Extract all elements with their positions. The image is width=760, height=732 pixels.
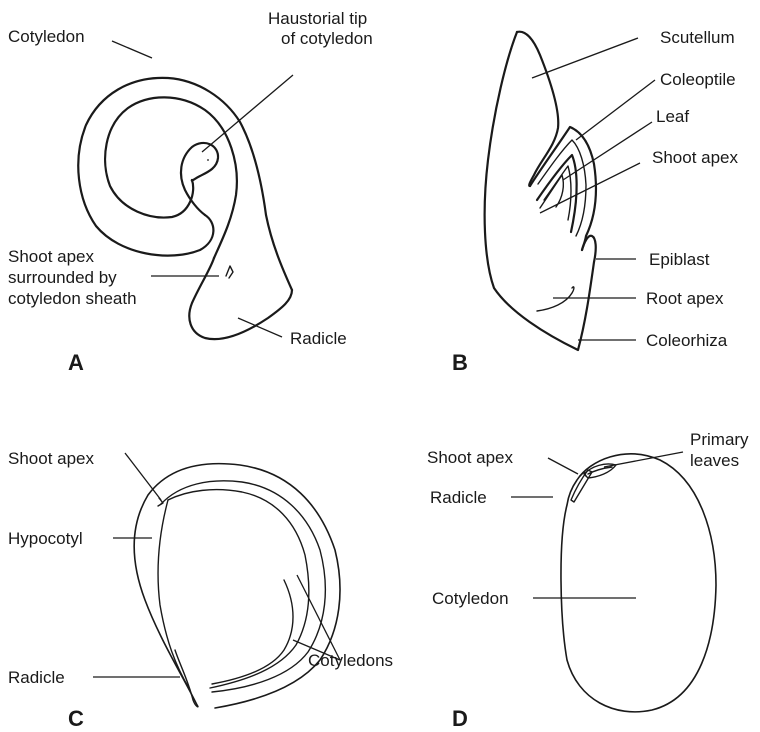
label-b-root-apex: Root apex xyxy=(646,289,724,308)
panel-letter-c: C xyxy=(68,706,84,731)
label-a-haustorial-line2: of cotyledon xyxy=(281,29,373,48)
panel-letter-a: A xyxy=(68,350,84,375)
label-c-shoot-apex: Shoot apex xyxy=(8,449,95,468)
panel-b-leaf-inner xyxy=(544,166,571,220)
label-a-radicle: Radicle xyxy=(290,329,347,348)
panel-letter-d: D xyxy=(452,706,468,731)
leader-a-radicle xyxy=(238,318,282,337)
label-d-primary-line2: leaves xyxy=(690,451,739,470)
label-b-scutellum: Scutellum xyxy=(660,28,735,47)
label-d-shoot-apex: Shoot apex xyxy=(427,448,514,467)
label-b-coleorhiza: Coleorhiza xyxy=(646,331,728,350)
label-a-cotyledon: Cotyledon xyxy=(8,27,85,46)
label-a-shoot-line1: Shoot apex xyxy=(8,247,95,266)
panel-d-cotyledon-outline xyxy=(561,454,716,712)
label-c-cotyledons: Cotyledons xyxy=(308,651,393,670)
leader-d-shoot xyxy=(548,458,578,474)
label-a-shoot-line3: cotyledon sheath xyxy=(8,289,137,308)
leader-b-coleoptile xyxy=(576,80,655,140)
leader-a-cotyledon xyxy=(112,41,152,58)
panel-c-axis-top xyxy=(161,481,325,692)
leader-c-shoot xyxy=(125,453,161,500)
panel-c-radicle-tip xyxy=(175,650,198,707)
label-b-coleoptile: Coleoptile xyxy=(660,70,736,89)
panel-a-haustorial-tip xyxy=(181,143,218,215)
panel-c-cotyledon-inner2 xyxy=(212,580,293,684)
panel-d: Shoot apex Primary leaves Radicle Cotyle… xyxy=(427,430,749,731)
panel-a-tip-dot xyxy=(207,159,209,161)
label-b-epiblast: Epiblast xyxy=(649,250,710,269)
panel-b-root-apex xyxy=(537,287,574,311)
leader-b-shoot xyxy=(540,163,640,213)
label-d-radicle: Radicle xyxy=(430,488,487,507)
leader-b-scutellum xyxy=(532,38,638,78)
label-a-haustorial-line1: Haustorial tip xyxy=(268,9,367,28)
panel-letter-b: B xyxy=(452,350,468,375)
panel-a: Cotyledon Haustorial tip of cotyledon Sh… xyxy=(8,9,373,375)
panel-a-radicle xyxy=(189,258,292,339)
panel-b-scutellum xyxy=(517,32,558,186)
label-b-shoot-apex: Shoot apex xyxy=(652,148,739,167)
label-b-leaf: Leaf xyxy=(656,107,689,126)
leader-c-cotyledons-1 xyxy=(297,575,340,660)
panel-c: Shoot apex Hypocotyl Radicle Cotyledons … xyxy=(8,449,393,731)
panel-b-outline xyxy=(485,32,596,350)
panel-b: Scutellum Coleoptile Leaf Shoot apex Epi… xyxy=(452,28,739,375)
label-c-hypocotyl: Hypocotyl xyxy=(8,529,83,548)
panel-a-shoot-apex xyxy=(226,266,233,278)
label-d-cotyledon: Cotyledon xyxy=(432,589,509,608)
label-d-primary-line1: Primary xyxy=(690,430,749,449)
panel-a-cotyledon-inner xyxy=(105,97,237,258)
label-a-shoot-line2: surrounded by xyxy=(8,268,117,287)
label-c-radicle: Radicle xyxy=(8,668,65,687)
